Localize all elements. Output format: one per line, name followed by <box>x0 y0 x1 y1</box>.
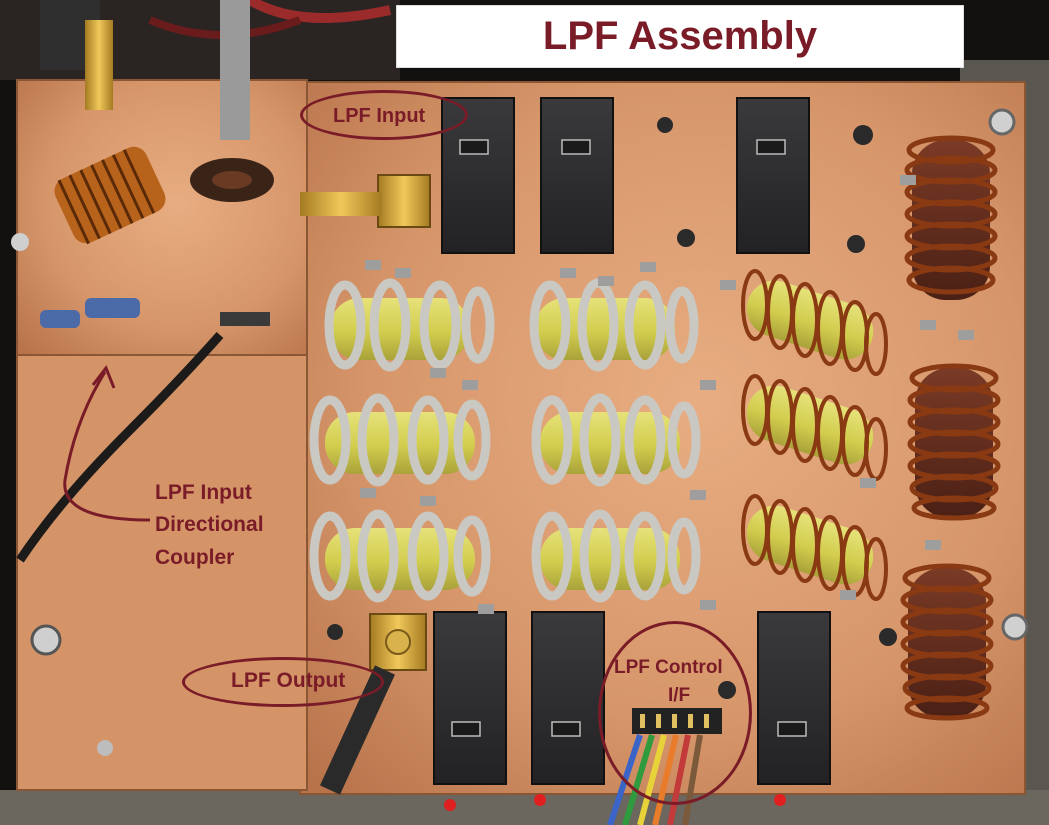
coupler-arrow <box>63 364 151 522</box>
coupler-label-line2: Directional <box>155 513 264 536</box>
control-label-line1: LPF Control <box>614 657 723 678</box>
input-callout-ellipse <box>300 90 468 140</box>
status-leds <box>444 794 786 811</box>
pcb-coupler-board <box>11 79 308 791</box>
smd-components <box>360 175 974 614</box>
coupler-label-line1: LPF Input <box>155 481 252 504</box>
input-label: LPF Input <box>333 105 426 127</box>
toroids-brown <box>900 135 1001 721</box>
title-banner: LPF Assembly <box>397 6 963 67</box>
control-callout-ellipse <box>598 621 752 805</box>
output-callout-ellipse <box>182 657 384 707</box>
page-title: LPF Assembly <box>542 14 818 58</box>
coupler-label-line3: Coupler <box>155 546 235 569</box>
toroids-copper-wound <box>741 269 888 601</box>
relays <box>433 97 831 785</box>
output-label: LPF Output <box>231 669 346 692</box>
control-label-line2: I/F <box>668 685 691 706</box>
